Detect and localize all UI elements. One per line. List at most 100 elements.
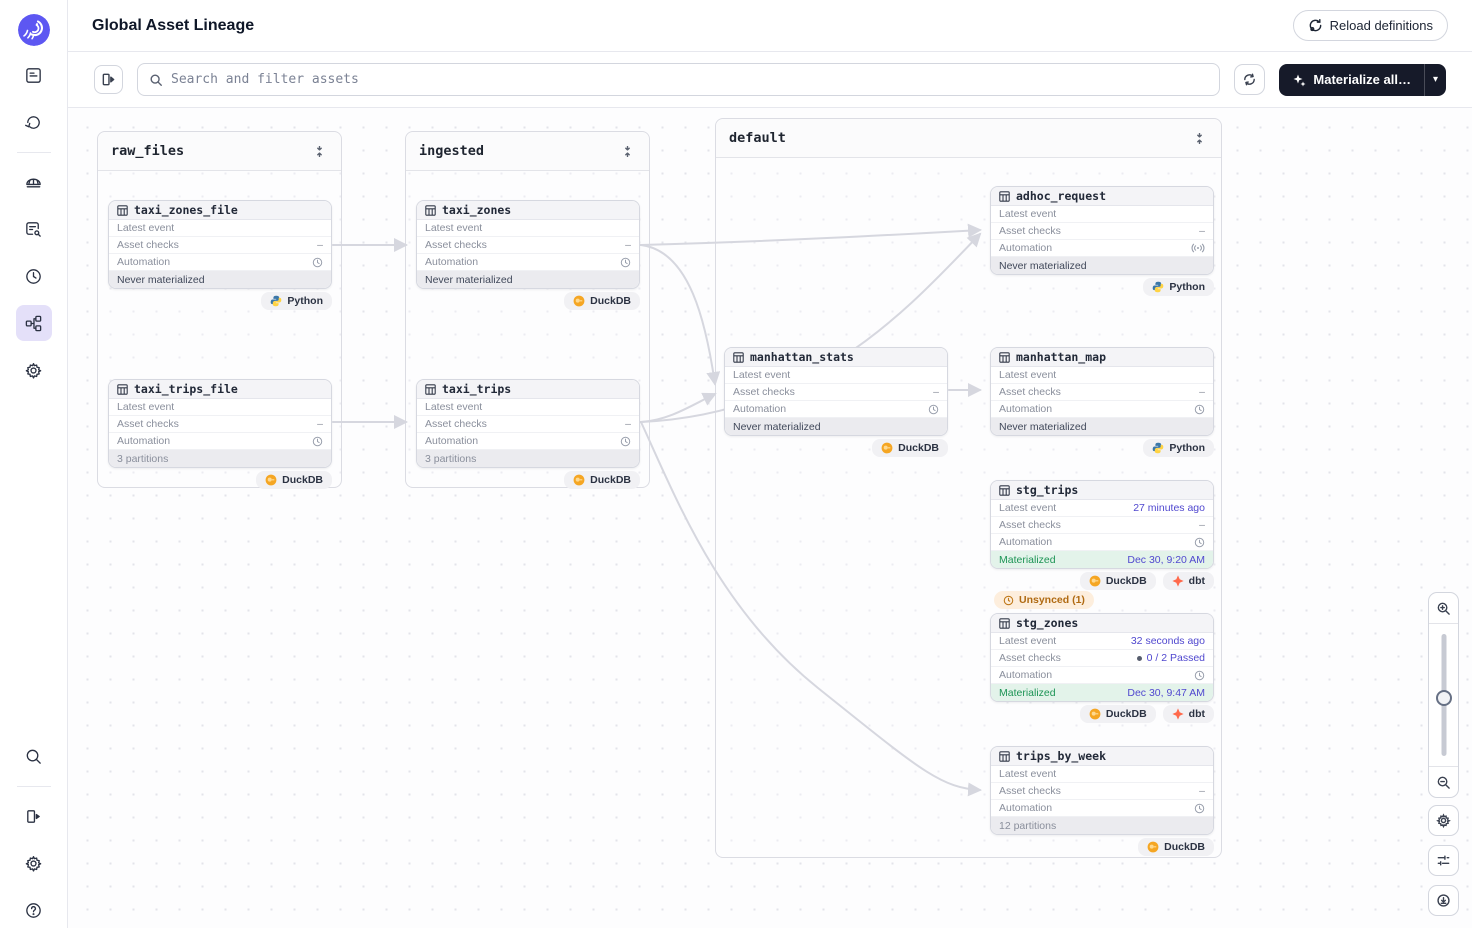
asset-card-taxi-trips-file[interactable]: taxi_trips_file Latest event Asset check…	[108, 379, 332, 468]
badge-row: DuckDB	[724, 439, 948, 457]
asset-card-manhattan-stats[interactable]: manhattan_stats Latest event Asset check…	[724, 347, 948, 436]
asset-search-box[interactable]	[137, 63, 1221, 96]
duckdb-icon	[1089, 708, 1101, 720]
sidebar-item-schedules[interactable]	[16, 258, 52, 294]
kind-badge-duckdb: DuckDB	[1079, 705, 1156, 723]
asset-card-header[interactable]: stg_trips	[991, 481, 1213, 500]
duckdb-icon	[573, 474, 585, 486]
sidebar-item-jobs[interactable]	[16, 211, 52, 247]
badge-row: DuckDB dbt	[990, 705, 1214, 723]
automation-row: Automation	[109, 433, 331, 450]
refresh-graph-button[interactable]	[1234, 64, 1266, 95]
zoom-slider-thumb[interactable]	[1435, 689, 1452, 706]
row-label: Automation	[999, 536, 1053, 548]
group-header-default[interactable]: default	[716, 119, 1221, 158]
clock-icon	[26, 268, 41, 284]
materialized-timestamp[interactable]: Dec 30, 9:20 AM	[1127, 553, 1205, 566]
asset-card-manhattan-map[interactable]: manhattan_map Latest event Asset checks–…	[990, 347, 1214, 436]
asset-card-header[interactable]: taxi_trips_file	[109, 380, 331, 399]
badge-label: DuckDB	[590, 474, 631, 486]
reload-definitions-button[interactable]: Reload definitions	[1292, 10, 1448, 41]
caret-down-icon: ▾	[1432, 74, 1438, 85]
latest-event-link[interactable]: 27 minutes ago	[1133, 502, 1205, 514]
collapse-group-button[interactable]	[618, 142, 636, 160]
zoom-in-button[interactable]	[1429, 593, 1458, 623]
table-icon	[425, 383, 436, 395]
graph-settings-button[interactable]	[1428, 805, 1459, 836]
asset-card-adhoc-request[interactable]: adhoc_request Latest event Asset checks–…	[990, 186, 1214, 275]
latest-event-row: Latest event	[109, 220, 331, 237]
sidebar-item-user-settings[interactable]	[16, 845, 52, 881]
materialized-timestamp[interactable]: Dec 30, 9:47 AM	[1127, 686, 1205, 699]
status-footer: Never materialized	[991, 257, 1213, 274]
asset-card-header[interactable]: taxi_zones	[417, 201, 639, 220]
badge-label: DuckDB	[1164, 841, 1205, 853]
asset-card-trips-by-week[interactable]: trips_by_week Latest event Asset checks–…	[990, 746, 1214, 835]
group-header-ingested[interactable]: ingested	[406, 132, 649, 171]
asset-card-taxi-zones-file[interactable]: taxi_zones_file Latest event Asset check…	[108, 200, 332, 289]
zoom-in-icon	[1437, 602, 1450, 615]
sidebar-item-expand-panel[interactable]	[16, 798, 52, 834]
table-icon	[999, 190, 1010, 202]
latest-event-row: Latest event	[991, 766, 1213, 783]
sidebar-item-overview[interactable]	[16, 57, 52, 93]
row-label: Latest event	[999, 768, 1057, 780]
row-label: Asset checks	[999, 519, 1061, 531]
reload-definitions-label: Reload definitions	[1329, 18, 1433, 33]
badge-label: DuckDB	[282, 474, 323, 486]
asset-card-header[interactable]: taxi_trips	[417, 380, 639, 399]
sidebar-item-asset-lineage[interactable]	[15, 305, 52, 341]
sidebar-item-settings[interactable]	[16, 352, 52, 388]
asset-card-header[interactable]: manhattan_stats	[725, 348, 947, 367]
sidebar-item-search[interactable]	[16, 738, 52, 774]
download-icon	[1437, 894, 1450, 907]
badge-label: DuckDB	[898, 442, 939, 454]
materialize-options-caret[interactable]: ▾	[1423, 63, 1446, 96]
graph-filters-button[interactable]	[1428, 845, 1459, 876]
materialize-all-button[interactable]: Materialize all…	[1279, 64, 1424, 96]
asset-checks-link[interactable]: 0 / 2 Passed	[1146, 652, 1205, 664]
row-value: –	[317, 239, 323, 251]
download-graph-button[interactable]	[1428, 885, 1459, 916]
asset-name: taxi_zones_file	[134, 203, 238, 217]
asset-card-header[interactable]: adhoc_request	[991, 187, 1213, 206]
filter-sliders-icon	[1437, 855, 1450, 866]
row-label: Latest event	[117, 401, 175, 413]
asset-card-taxi-zones[interactable]: taxi_zones Latest event Asset checks– Au…	[416, 200, 640, 289]
sidebar-item-help[interactable]	[16, 892, 52, 928]
group-header-raw-files[interactable]: raw_files	[98, 132, 341, 171]
status-footer: Never materialized	[991, 418, 1213, 435]
latest-event-link[interactable]: 32 seconds ago	[1130, 635, 1205, 647]
refresh-icon	[1244, 73, 1256, 86]
unsynced-badge[interactable]: Unsynced (1)	[994, 591, 1094, 609]
sidebar-item-deployment[interactable]	[16, 164, 52, 200]
partitions-footer: 3 partitions	[417, 450, 639, 467]
asset-name: taxi_trips_file	[134, 382, 238, 396]
dagster-logo[interactable]	[17, 14, 50, 46]
gear-icon	[25, 362, 42, 379]
asset-card-header[interactable]: manhattan_map	[991, 348, 1213, 367]
asset-card-header[interactable]: taxi_zones_file	[109, 201, 331, 220]
search-input[interactable]	[171, 72, 1209, 87]
group-name: raw_files	[111, 143, 185, 159]
lineage-canvas[interactable]: raw_files ingested default	[68, 108, 1472, 928]
lineage-toolbar: Materialize all… ▾	[68, 52, 1472, 108]
asset-card-header[interactable]: trips_by_week	[991, 747, 1213, 766]
row-label: Latest event	[999, 208, 1057, 220]
materialized-footer: Materialized Dec 30, 9:47 AM	[991, 684, 1213, 701]
collapse-group-button[interactable]	[310, 142, 328, 160]
asset-card-header[interactable]: stg_zones	[991, 614, 1213, 633]
python-icon	[1153, 281, 1164, 293]
sidebar-item-runs[interactable]	[16, 104, 52, 140]
zoom-slider[interactable]	[1429, 624, 1458, 766]
row-label: Latest event	[733, 369, 791, 381]
open-asset-panel-button[interactable]	[94, 65, 123, 94]
collapse-group-button[interactable]	[1190, 129, 1208, 147]
duckdb-icon	[265, 474, 277, 486]
row-label: Automation	[999, 669, 1053, 681]
asset-card-taxi-trips[interactable]: taxi_trips Latest event Asset checks– Au…	[416, 379, 640, 468]
table-icon	[117, 383, 128, 395]
zoom-out-button[interactable]	[1429, 767, 1458, 797]
